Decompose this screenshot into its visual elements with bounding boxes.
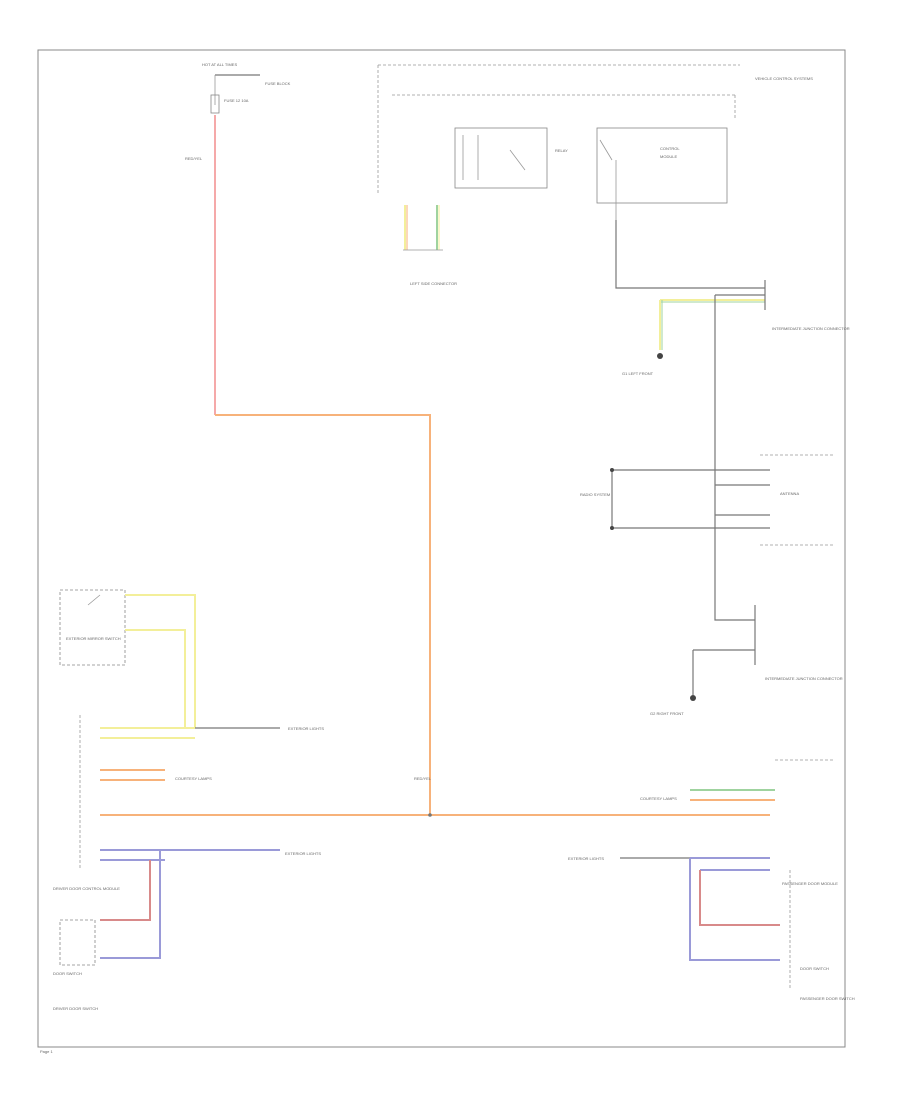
module-text-1: RELAY bbox=[555, 148, 568, 153]
bottom-right-module-label: PASSENGER DOOR MODULE bbox=[782, 881, 838, 886]
right-bottom: COURTESY LAMPS EXTERIOR LIGHTS PASSENGER… bbox=[568, 789, 855, 1001]
mid-wire-label: RED/YEL bbox=[414, 776, 432, 781]
source-label: HOT AT ALL TIMES bbox=[202, 62, 237, 67]
module-text-3: MODULE bbox=[660, 154, 677, 159]
bottom-left-switch: DOOR SWITCH DRIVER DOOR SWITCH bbox=[53, 850, 161, 1011]
courtesy-label: COURTESY LAMPS bbox=[175, 776, 212, 781]
top-right-module: VEHICLE CONTROL SYSTEMS RELAY CONTROL MO… bbox=[377, 64, 813, 220]
fuse-label: FUSE 12 10A bbox=[224, 98, 249, 103]
bottom-right-switch-label: DOOR SWITCH bbox=[800, 966, 829, 971]
right-lamp-label: COURTESY LAMPS bbox=[640, 796, 677, 801]
diagram-frame bbox=[37, 49, 846, 1048]
top-wire-label: RED/YEL bbox=[185, 156, 203, 161]
right-junction-2: INTERMEDIATE JUNCTION CONNECTOR G2 RIGHT… bbox=[650, 605, 843, 761]
right-conn-2-label: INTERMEDIATE JUNCTION CONNECTOR bbox=[765, 676, 843, 681]
ground-1-label: G1 LEFT FRONT bbox=[622, 371, 654, 376]
module-text-2: CONTROL bbox=[660, 146, 680, 151]
left-switch: EXTERIOR MIRROR SWITCH EXTERIOR LIGHTS bbox=[59, 589, 324, 739]
wire-orange-trunk bbox=[215, 414, 431, 815]
left-conn-label: LEFT SIDE CONNECTOR bbox=[410, 281, 457, 286]
ext-lights-label: EXTERIOR LIGHTS bbox=[285, 851, 321, 856]
bottom-left-switch-label: DOOR SWITCH bbox=[53, 971, 82, 976]
left-connector: LEFT SIDE CONNECTOR bbox=[403, 205, 457, 286]
ground-2-icon bbox=[690, 695, 696, 701]
bottom-left-caption: DRIVER DOOR SWITCH bbox=[53, 1006, 98, 1011]
splice-point bbox=[428, 813, 432, 817]
ground-2-label: G2 RIGHT FRONT bbox=[650, 711, 684, 716]
fuse-block-label: FUSE BLOCK bbox=[265, 81, 291, 86]
top-right-box-label: VEHICLE CONTROL SYSTEMS bbox=[755, 76, 813, 81]
left-module: COURTESY LAMPS EXTERIOR LIGHTS DRIVER DO… bbox=[53, 715, 321, 891]
fuse-source: HOT AT ALL TIMES FUSE 12 10A FUSE BLOCK … bbox=[185, 62, 291, 161]
right-junction-1: INTERMEDIATE JUNCTION CONNECTOR G1 LEFT … bbox=[615, 220, 850, 376]
right-ext-label: EXTERIOR LIGHTS bbox=[568, 856, 604, 861]
mirror-sys-label: EXTERIOR LIGHTS bbox=[288, 726, 324, 731]
antenna-label: ANTENNA bbox=[780, 491, 799, 496]
left-module-label: DRIVER DOOR CONTROL MODULE bbox=[53, 886, 120, 891]
ground-1-icon bbox=[657, 353, 663, 359]
radio-label: RADIO SYSTEM bbox=[580, 492, 610, 497]
right-conn-1-label: INTERMEDIATE JUNCTION CONNECTOR bbox=[772, 326, 850, 331]
left-switch-label: EXTERIOR MIRROR SWITCH bbox=[66, 636, 121, 641]
radio-section: RADIO SYSTEM ANTENNA bbox=[580, 454, 835, 546]
bottom-right-caption: PASSENGER DOOR SWITCH bbox=[800, 996, 855, 1001]
right-trunk bbox=[714, 295, 755, 621]
page-footer: Page 1 bbox=[40, 1049, 53, 1054]
